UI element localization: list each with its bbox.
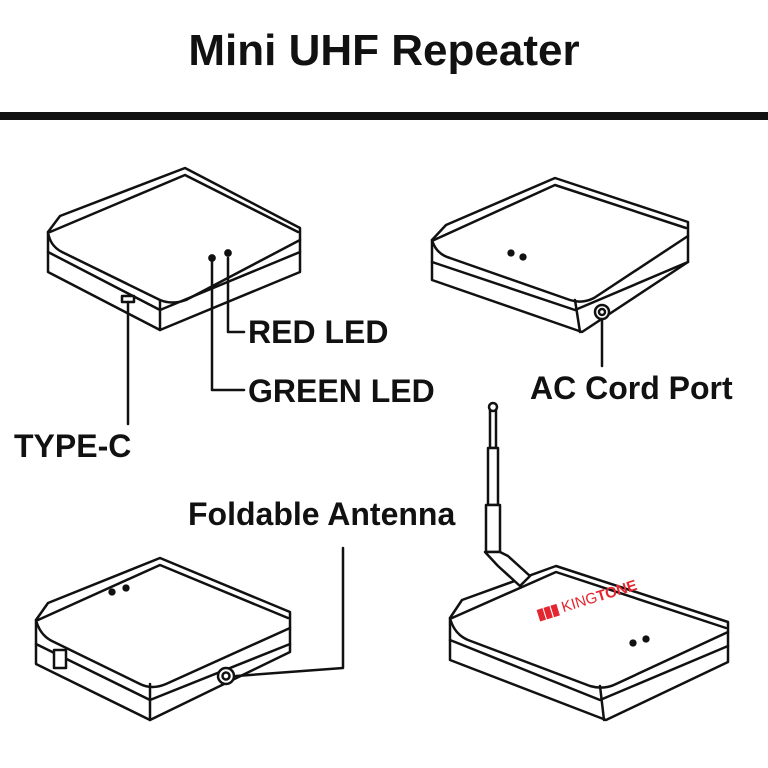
device-rear-view bbox=[34, 556, 292, 722]
antenna-leader bbox=[234, 546, 345, 678]
foldable-antenna-label: Foldable Antenna bbox=[188, 496, 456, 532]
device-side-view bbox=[430, 176, 690, 334]
device-antenna-view bbox=[448, 564, 730, 722]
title-divider bbox=[0, 112, 768, 120]
type-c-label: TYPE-C bbox=[14, 428, 132, 464]
green-led-leader bbox=[210, 260, 246, 392]
red-led-label: RED LED bbox=[248, 314, 389, 350]
red-led-leader bbox=[226, 256, 246, 334]
device-front-view bbox=[46, 166, 302, 332]
ac-cord-port-label: AC Cord Port bbox=[530, 370, 733, 406]
green-led-label: GREEN LED bbox=[248, 373, 435, 409]
page-title: Mini UHF Repeater bbox=[188, 26, 580, 75]
antenna bbox=[483, 401, 532, 588]
